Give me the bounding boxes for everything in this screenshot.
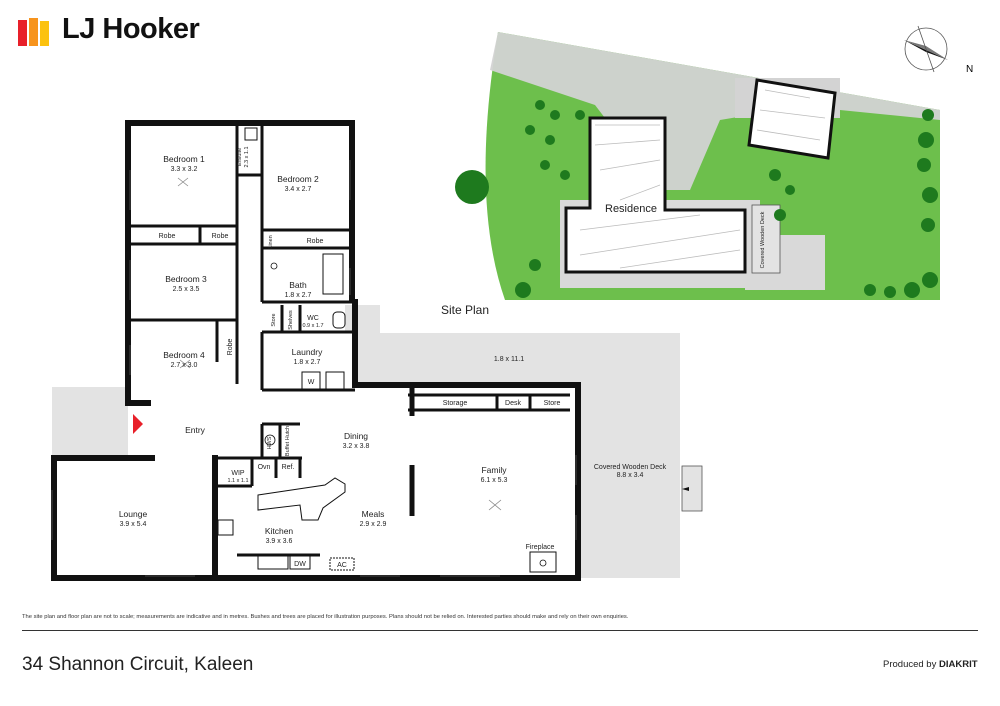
- robe-2-label: Robe: [212, 233, 229, 240]
- buffet-hutch-label: Buffet Hutch: [285, 426, 291, 456]
- property-address: 34 Shannon Circuit, Kaleen: [22, 654, 254, 675]
- ac-label: AC: [337, 562, 347, 569]
- wip-name: WIP: [231, 470, 245, 477]
- robe-3-label: Robe: [307, 238, 324, 245]
- storage-label: Storage: [443, 400, 468, 407]
- kitchen-dims: 3.9 x 3.6: [266, 538, 293, 545]
- bedroom2-dims: 3.4 x 2.7: [285, 186, 312, 193]
- entry-marker-icon: [133, 414, 143, 434]
- store-2-label: Store: [544, 400, 561, 407]
- meals-name: Meals: [362, 509, 385, 519]
- oven-label: Ovn: [258, 464, 271, 471]
- dining-dims: 3.2 x 3.8: [343, 443, 370, 450]
- ensuite-dims: 2.3 x 1.1: [244, 146, 250, 167]
- wip-dims: 1.1 x 1.1: [227, 478, 248, 484]
- produced-by-brand: DIAKRIT: [938, 659, 978, 670]
- robe-4-label: Robe: [227, 339, 234, 356]
- produced-by-prefix: Produced by: [883, 659, 937, 670]
- wc-name: WC: [307, 315, 319, 322]
- footer-divider: [22, 630, 978, 631]
- produced-by: Produced by DIAKRIT: [883, 659, 978, 670]
- side-area-dims: 1.8 x 11.1: [494, 356, 524, 363]
- wc-dims: 0.9 x 1.7: [302, 323, 323, 329]
- store-label: Store: [271, 313, 277, 326]
- bedroom4-dims: 2.7 x 3.0: [171, 362, 198, 369]
- washer-label: W: [308, 379, 315, 386]
- bedroom4-name: Bedroom 4: [163, 350, 205, 360]
- covered-deck-name: Covered Wooden Deck: [594, 464, 667, 471]
- meals-dims: 2.9 x 2.9: [360, 521, 387, 528]
- linen-label: Linen: [268, 235, 274, 248]
- fireplace-label: Fireplace: [526, 544, 555, 551]
- desk-label: Desk: [505, 400, 521, 407]
- kitchen-name: Kitchen: [265, 526, 294, 536]
- laundry-dims: 1.8 x 2.7: [294, 359, 321, 366]
- dishwasher-label: DW: [294, 561, 306, 568]
- north-label: N: [966, 64, 973, 75]
- lounge-dims: 3.9 x 5.4: [120, 521, 147, 528]
- site-deck-label: Covered Wooden Deck: [760, 211, 766, 268]
- bedroom3-name: Bedroom 3: [165, 274, 207, 284]
- robe-1-label: Robe: [159, 233, 176, 240]
- bedroom1-name: Bedroom 1: [163, 154, 205, 164]
- bath-dims: 1.8 x 2.7: [285, 292, 312, 299]
- hws-label: HWS: [267, 436, 273, 449]
- family-name: Family: [481, 465, 507, 475]
- bath-name: Bath: [289, 280, 307, 290]
- brand-name: LJ Hooker: [62, 13, 200, 45]
- floor-plan: Bedroom 1 3.3 x 3.2 Ensuite 2.3 x 1.1 Be…: [51, 120, 703, 581]
- lounge-name: Lounge: [119, 509, 148, 519]
- dining-name: Dining: [344, 431, 368, 441]
- compass-icon: N: [904, 25, 973, 75]
- residence-label: Residence: [605, 203, 657, 215]
- bedroom2-name: Bedroom 2: [277, 174, 319, 184]
- site-plan: Covered Wooden Deck Residence Site Plan: [441, 32, 940, 317]
- ensuite-name: Ensuite: [237, 148, 243, 166]
- bedroom3-dims: 2.5 x 3.5: [173, 286, 200, 293]
- floor-and-site-plan: Covered Wooden Deck Residence Site Plan …: [51, 25, 973, 581]
- bedroom1-dims: 3.3 x 3.2: [171, 166, 198, 173]
- disclaimer-text: The site plan and floor plan are not to …: [22, 614, 629, 620]
- laundry-name: Laundry: [292, 347, 323, 357]
- site-plan-title: Site Plan: [441, 303, 489, 317]
- covered-deck-dims: 8.8 x 3.4: [617, 472, 644, 479]
- lj-hooker-logo-icon: [18, 18, 49, 46]
- family-dims: 6.1 x 5.3: [481, 477, 508, 484]
- fridge-label: Ref.: [282, 464, 295, 471]
- shelves-label: Shelves: [288, 310, 294, 330]
- entry-label: Entry: [185, 425, 206, 435]
